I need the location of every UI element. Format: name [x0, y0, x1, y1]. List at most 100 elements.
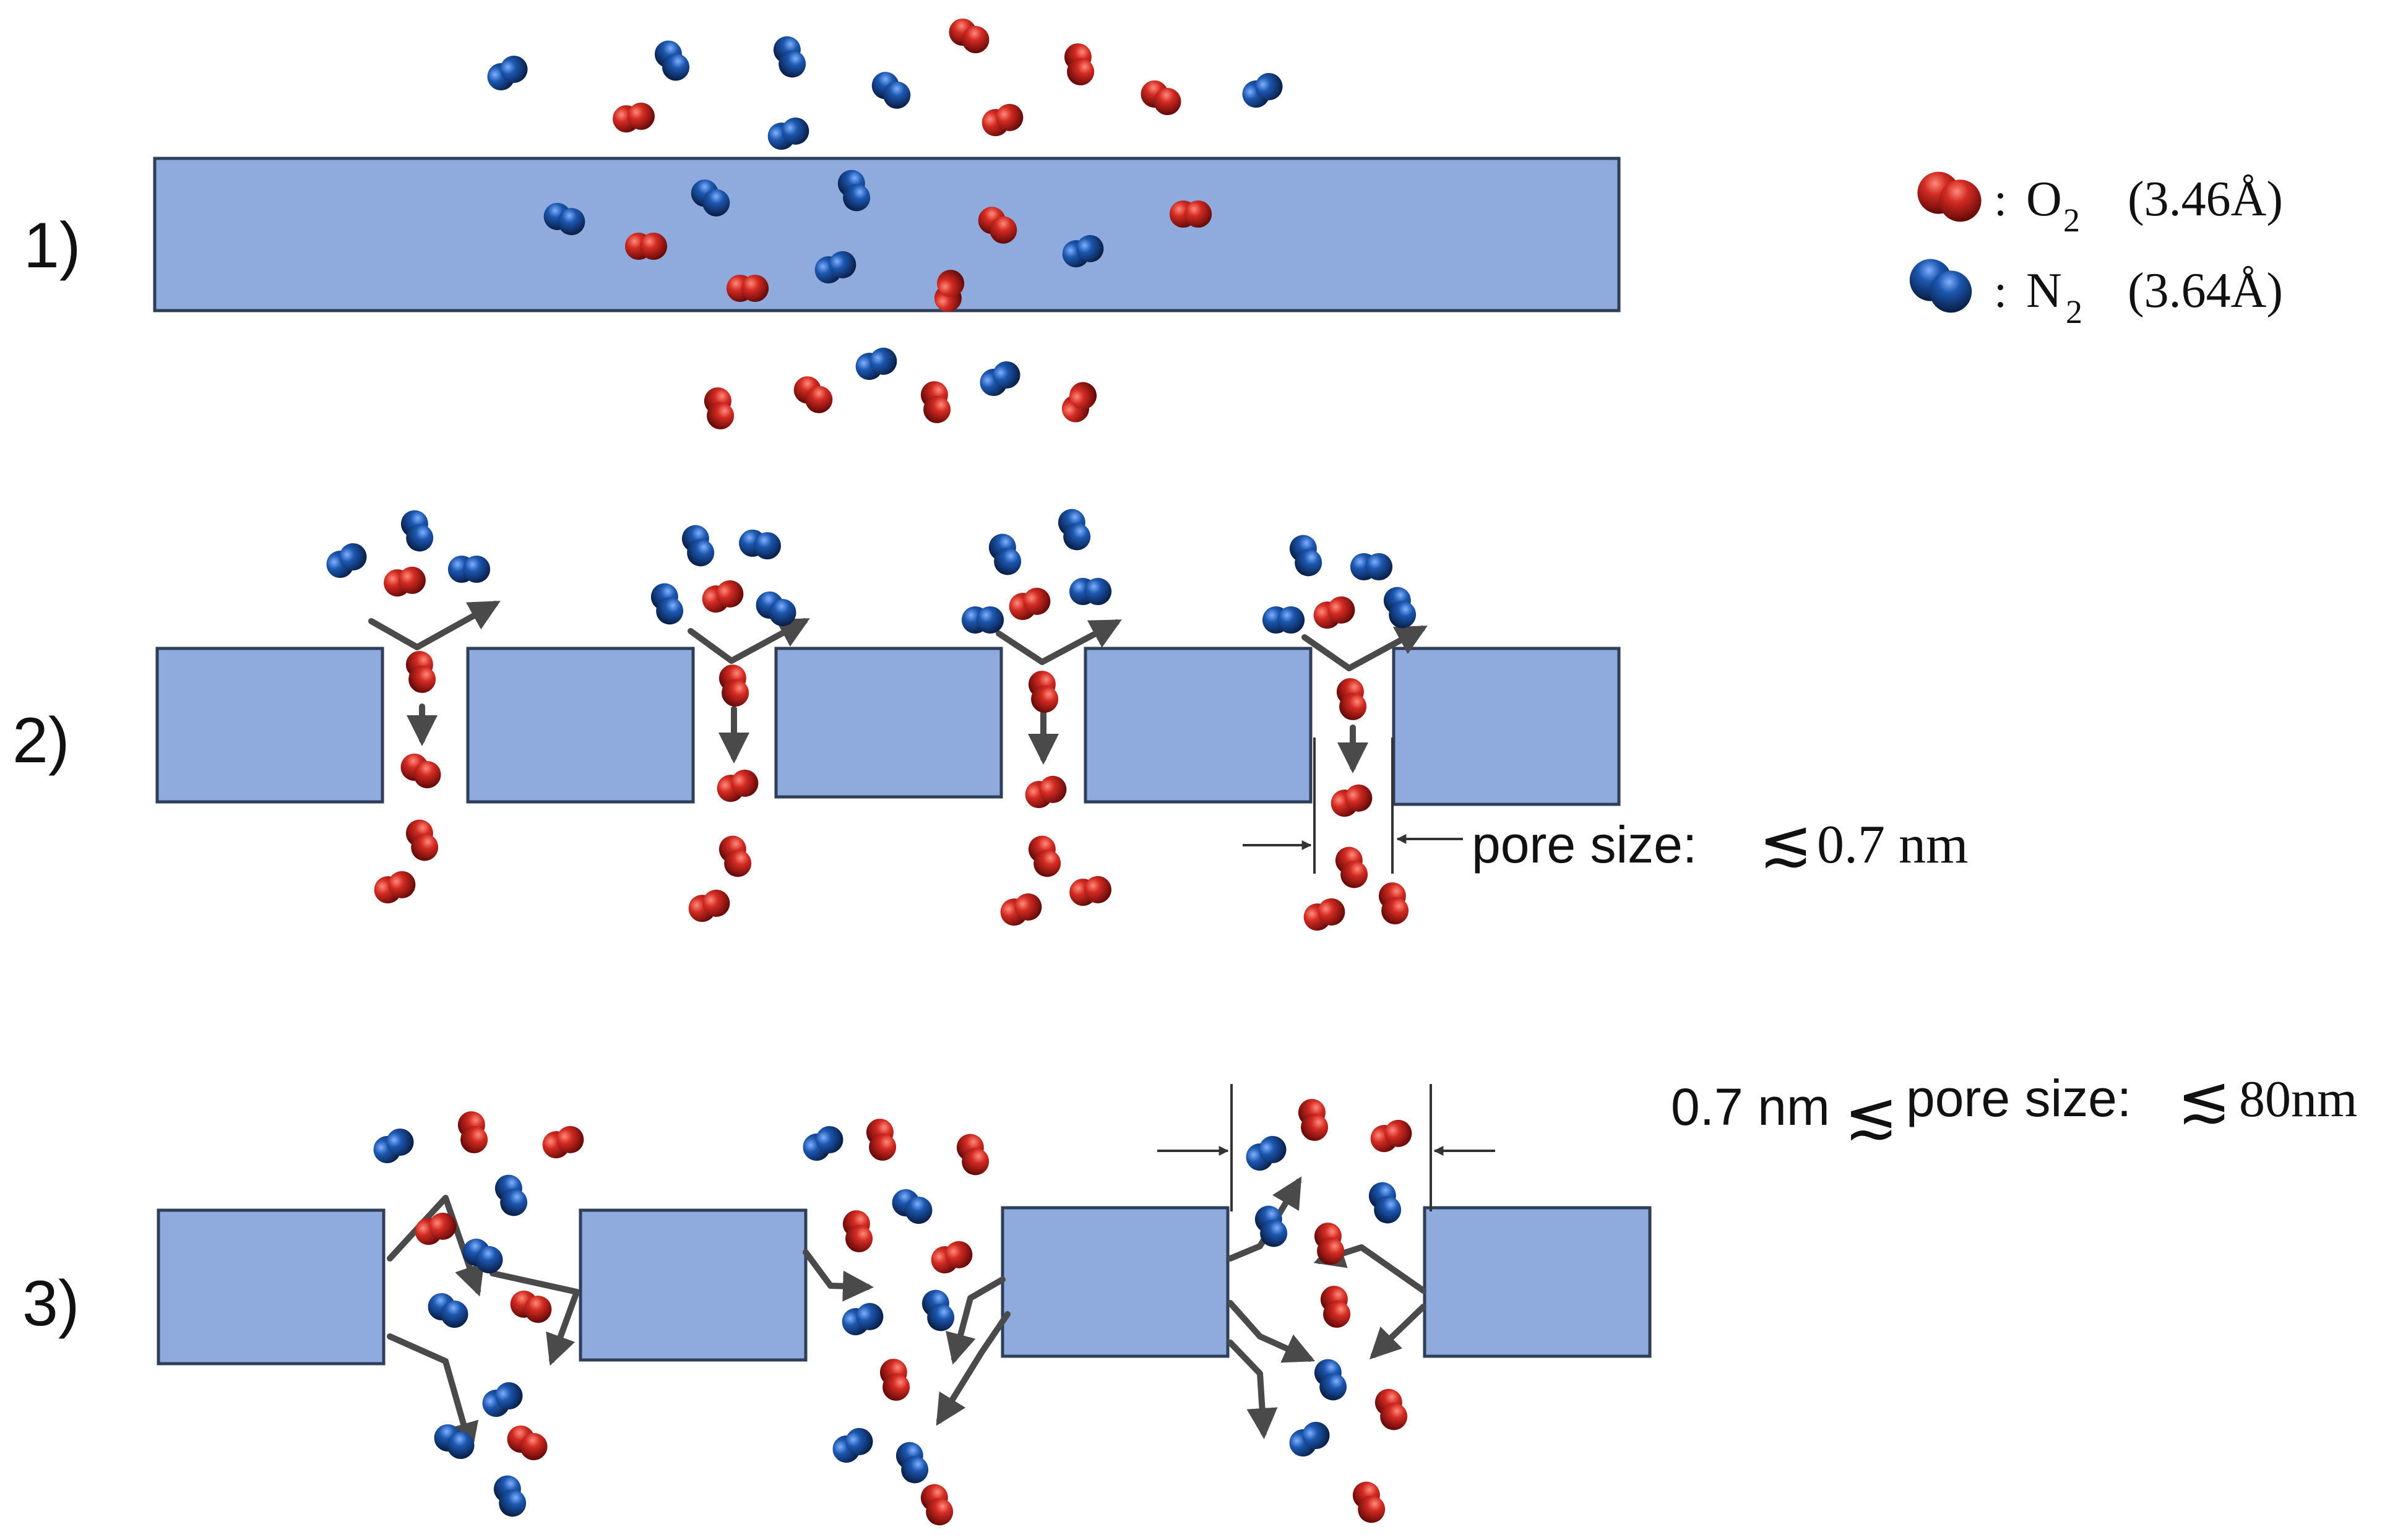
- nitrogen-molecule: [1069, 578, 1112, 605]
- membrane-block: [153, 157, 1621, 312]
- membrane-block: [1423, 1206, 1652, 1358]
- nitrogen-molecule: [654, 40, 690, 81]
- oxygen-molecule: [1917, 171, 1982, 222]
- oxygen-molecule: [374, 871, 416, 904]
- nitrogen-molecule: [691, 179, 730, 217]
- oxygen-molecule: [1028, 671, 1059, 713]
- oxygen-molecule: [920, 1484, 954, 1526]
- nitrogen-molecule: [482, 1382, 523, 1417]
- flow-arrow: [936, 1311, 1011, 1426]
- pore-size-symbol: ≲: [1844, 1080, 1898, 1151]
- oxygen-molecule: [978, 207, 1017, 244]
- pore-size-prefix: pore size:: [1472, 815, 1697, 874]
- flow-arrow: [1227, 1176, 1302, 1262]
- legend: : O 2 (3.46Å) : N 2 (3.64Å): [1909, 171, 2283, 330]
- oxygen-molecule: [1064, 43, 1095, 85]
- oxygen-molecule: [1314, 1223, 1345, 1265]
- nitrogen-molecule: [462, 1238, 503, 1274]
- nitrogen-molecule: [988, 533, 1022, 575]
- pore-size-mid-label: pore size:: [1906, 1069, 2131, 1127]
- oxygen-molecule: [956, 1133, 990, 1176]
- oxygen-molecule: [866, 1119, 897, 1161]
- flow-arrow: [387, 1195, 485, 1297]
- nitrogen-molecule: [447, 556, 491, 583]
- nitrogen-molecule: [326, 543, 367, 579]
- nitrogen-molecule: [1242, 72, 1283, 108]
- oxygen-molecule: [934, 270, 965, 312]
- molecules: [326, 18, 1417, 1526]
- nitrogen-molecule: [428, 1293, 468, 1328]
- pore-size-label-large: 0.7 nm ≲ pore size: ≲ 80nm: [1671, 1064, 2357, 1151]
- oxygen-molecule: [1169, 200, 1212, 228]
- oxygen-molecule: [688, 889, 730, 923]
- nitrogen-molecule: [681, 525, 715, 567]
- nitrogen-molecule: [1289, 535, 1322, 577]
- oxygen-molecule: [400, 753, 441, 789]
- oxygen-molecule: [415, 1212, 457, 1245]
- oxygen-molecule: [726, 275, 769, 302]
- membrane-block: [579, 1208, 808, 1362]
- legend-size: (3.64Å): [2128, 264, 2283, 318]
- flow-arrow: [490, 1270, 580, 1366]
- nitrogen-molecule-icon: [1909, 259, 1972, 313]
- oxygen-molecule: [879, 1359, 910, 1401]
- oxygen-molecule: [1335, 846, 1368, 888]
- oxygen-molecule: [704, 387, 735, 429]
- flow-arrow: [1301, 626, 1428, 671]
- oxygen-molecule: [842, 1210, 873, 1252]
- pore-size-symbol: ≲: [1759, 808, 1813, 879]
- oxygen-molecule: [1025, 775, 1067, 809]
- legend-molecule: N: [2026, 264, 2062, 318]
- flow-arrow: [1227, 1340, 1278, 1439]
- oxygen-molecule-icon: [1917, 171, 1982, 222]
- oxygen-molecule: [1331, 784, 1373, 817]
- nitrogen-molecule: [1383, 587, 1417, 629]
- pore-size-lower-bound: 0.7 nm: [1671, 1078, 1830, 1136]
- oxygen-molecule: [718, 665, 749, 707]
- legend-size: (3.46Å): [2128, 172, 2283, 226]
- oxygen-molecule: [507, 1425, 548, 1461]
- pore-size-value: 0.7 nm: [1817, 815, 1968, 875]
- nitrogen-molecule: [1368, 1182, 1402, 1224]
- panel-label-1: 1): [24, 210, 80, 282]
- legend-item-n2: : N 2 (3.64Å): [1909, 259, 2283, 330]
- nitrogen-molecule: [855, 347, 897, 381]
- nitrogen-molecule: [1909, 259, 1972, 313]
- membrane-block: [155, 647, 384, 804]
- nitrogen-molecule: [1246, 1135, 1287, 1171]
- oxygen-molecule: [1374, 1388, 1408, 1430]
- membrane-sieve: [155, 647, 1621, 806]
- flow-arrow: [387, 1333, 479, 1454]
- pore-size-value: 80nm: [2239, 1070, 2357, 1128]
- flow-arrows: [368, 601, 1428, 1454]
- nitrogen-molecule: [1254, 1205, 1288, 1247]
- nitrogen-molecule: [1058, 509, 1091, 551]
- nitrogen-molecule: [961, 606, 1004, 634]
- oxygen-molecule: [1303, 898, 1345, 931]
- nitrogen-molecule: [543, 202, 585, 236]
- membrane-block: [1392, 647, 1621, 806]
- oxygen-molecule: [1141, 80, 1181, 116]
- nitrogen-molecule: [756, 591, 796, 627]
- membrane-block: [774, 647, 1003, 799]
- nitrogen-molecule: [895, 1442, 929, 1484]
- oxygen-molecule: [1028, 835, 1061, 877]
- nitrogen-molecule: [1350, 553, 1393, 580]
- legend-prefix: :: [1994, 265, 2007, 317]
- panel-label-2: 2): [12, 705, 69, 776]
- nitrogen-molecule: [980, 361, 1020, 397]
- oxygen-molecule: [405, 819, 439, 861]
- oxygen-molecule: [949, 18, 990, 54]
- oxygen-molecule: [542, 1125, 584, 1159]
- membrane-block: [157, 1208, 386, 1366]
- oxygen-molecule: [981, 103, 1024, 137]
- flow-arrow: [1369, 1304, 1426, 1360]
- oxygen-molecule: [717, 769, 759, 802]
- nitrogen-molecule: [921, 1289, 955, 1331]
- nitrogen-molecule: [767, 117, 809, 150]
- membrane-knudsen: [157, 1206, 1652, 1366]
- oxygen-molecule: [613, 102, 655, 133]
- nitrogen-molecule: [832, 1427, 873, 1463]
